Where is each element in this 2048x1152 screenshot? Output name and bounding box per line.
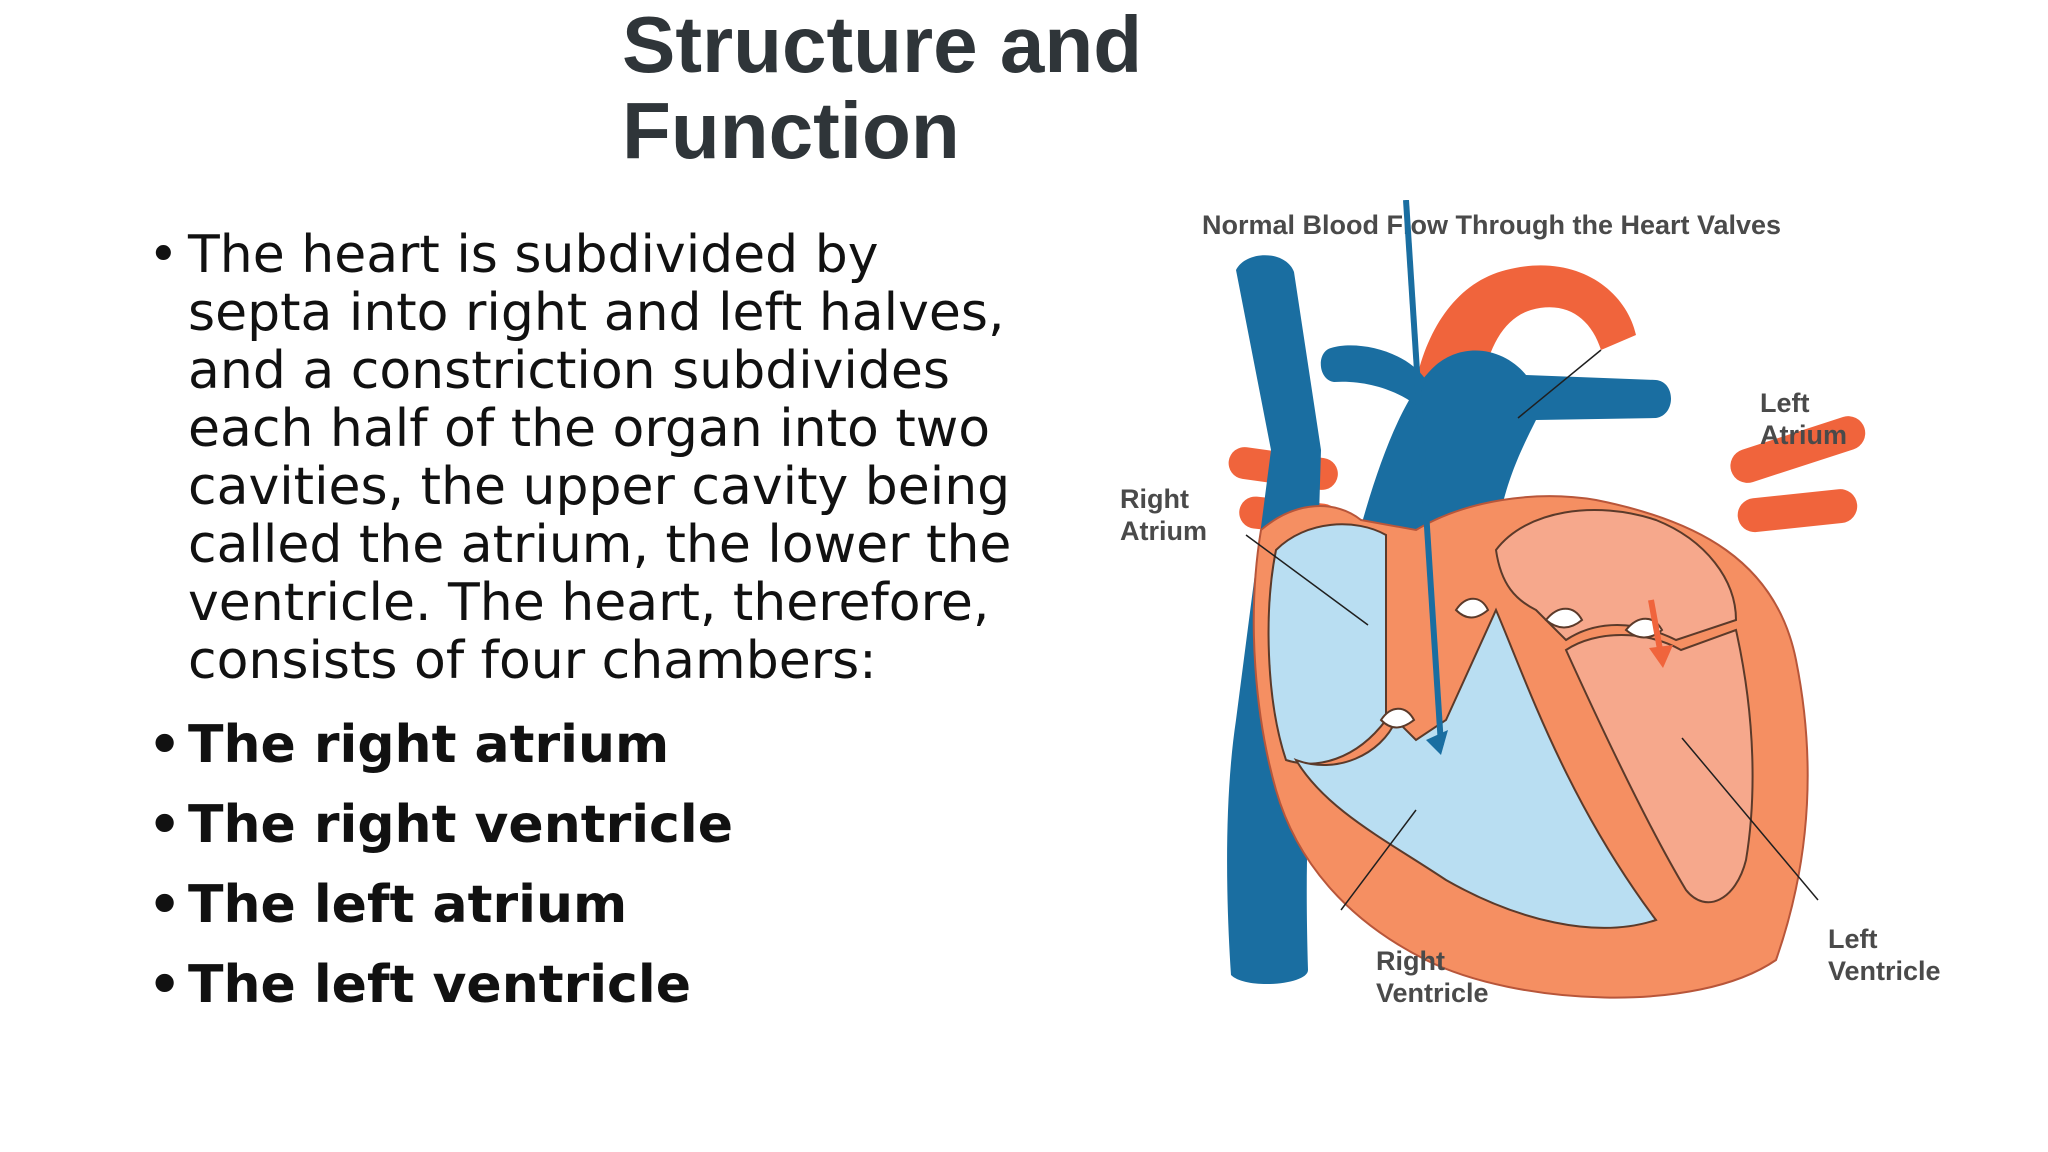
label-left-atrium-1: Left — [1760, 388, 1810, 418]
bullet-text: The left ventricle — [188, 955, 691, 1015]
bullet-icon: • — [148, 955, 182, 1015]
flow-arrow-left — [1648, 599, 1673, 668]
bullet-text: The heart is subdivided by septa into ri… — [188, 225, 1012, 691]
bullet-text: The left atrium — [188, 875, 628, 935]
page-title: Structure and Function — [622, 2, 1262, 174]
right-atrium-chamber — [1267, 523, 1387, 765]
label-right-ventricle-2: Ventricle — [1376, 978, 1489, 1008]
bullet-icon: • — [148, 875, 182, 935]
heart-valves — [1379, 597, 1664, 729]
bullet-item-left-ventricle: • The left ventricle — [144, 954, 1024, 1016]
label-right-atrium-2: Atrium — [1120, 516, 1207, 546]
label-left-ventricle-2: Ventricle — [1828, 956, 1941, 986]
bullet-icon: • — [148, 795, 182, 855]
label-left-atrium-2: Atrium — [1760, 420, 1847, 450]
bullet-text: The right ventricle — [188, 795, 733, 855]
heart-diagram-svg: Normal Blood Flow Through the Heart Valv… — [1120, 200, 1941, 1008]
pulmonary-artery-branch — [1320, 345, 1426, 405]
leader-lines — [1245, 349, 1819, 911]
bullet-item-left-atrium: • The left atrium — [144, 874, 1024, 936]
bullet-content: • The heart is subdivided by septa into … — [144, 226, 1024, 1034]
label-right-ventricle-1: Right — [1376, 946, 1445, 976]
bullet-item-intro: • The heart is subdivided by septa into … — [144, 226, 1024, 690]
heart-diagram: Normal Blood Flow Through the Heart Valv… — [1096, 200, 1976, 1030]
bullet-icon: • — [148, 225, 179, 285]
bullet-item-right-atrium: • The right atrium — [144, 714, 1024, 776]
diagram-title: Normal Blood Flow Through the Heart Valv… — [1202, 210, 1781, 240]
pulmonary-veins — [1730, 416, 1866, 533]
title-line-2: Function — [622, 86, 960, 175]
bullet-item-right-ventricle: • The right ventricle — [144, 794, 1024, 856]
bullet-icon: • — [148, 715, 182, 775]
flow-arrow-right — [1403, 200, 1448, 755]
label-left-ventricle-1: Left — [1828, 924, 1878, 954]
title-line-1: Structure and — [622, 0, 1143, 89]
bullet-list: • The heart is subdivided by septa into … — [144, 226, 1024, 1016]
left-atrium-chamber — [1494, 509, 1738, 642]
label-right-atrium-1: Right — [1120, 484, 1189, 514]
bullet-text: The right atrium — [188, 715, 670, 775]
